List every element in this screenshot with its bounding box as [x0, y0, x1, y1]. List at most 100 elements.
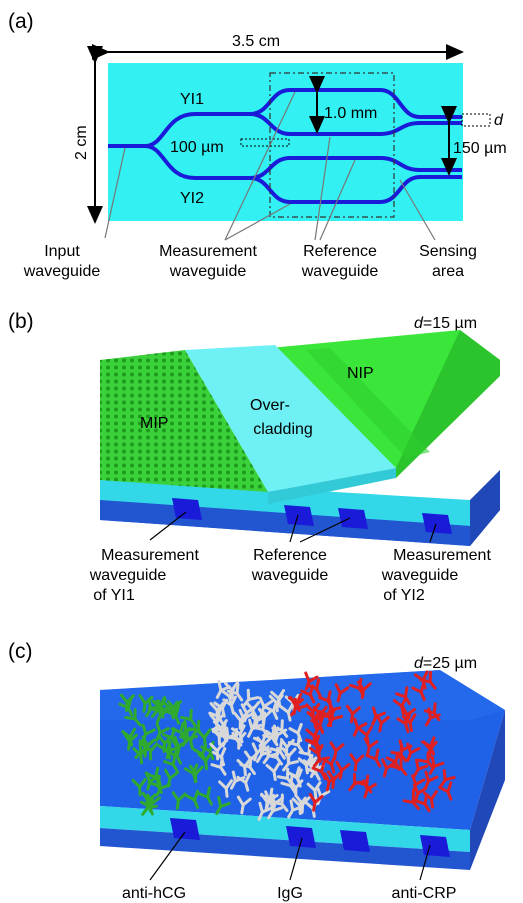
panel-b-label: (b) [8, 310, 34, 333]
anti-crp-antibody [439, 769, 456, 788]
anti-hcg-antibody-cluster [118, 693, 231, 816]
anti-crp-antibody [348, 772, 366, 792]
width-label: 3.5 cm [232, 33, 280, 50]
sep-150-label: 150 µm [453, 140, 507, 157]
anti-hcg-antibody [180, 708, 197, 728]
panel-b-callout-lines [149, 511, 437, 543]
anti-crp-antibody [312, 748, 330, 768]
yi2-label: YI2 [180, 190, 204, 207]
core-c-3 [340, 830, 370, 852]
overclad-label-1: Over- [250, 397, 290, 414]
callout-b-meas2-3: of YI2 [383, 587, 425, 604]
anti-crp-antibody [290, 697, 307, 717]
callout-b-meas2-1: Measurement [393, 547, 491, 564]
igg-antibody [280, 775, 297, 794]
igg-antibody [286, 766, 302, 786]
igg-antibody [230, 770, 246, 790]
core-c-1 [170, 818, 200, 840]
overclad-label-2: cladding [253, 421, 313, 438]
igg-antibody [260, 787, 277, 807]
anti-hcg-antibody [181, 728, 198, 747]
core-ref-1 [284, 505, 314, 526]
anti-hcg-antibody [187, 719, 205, 739]
panel-c-d-italic: d [414, 655, 424, 672]
anti-crp-antibody [311, 761, 327, 781]
panel-c-d-value: =25 µm [423, 655, 477, 672]
igg-antibody [233, 711, 249, 730]
anti-hcg-antibody [122, 732, 138, 751]
igg-antibody [223, 681, 239, 700]
panel-b-d-text: d=15 µm [414, 315, 477, 332]
callout-meas-1: Measurement [159, 243, 257, 260]
anti-crp-antibody [362, 779, 377, 799]
callout-b-meas1-1: Measurement [101, 547, 199, 564]
mip-label: MIP [140, 415, 168, 432]
anti-hcg-antibody [118, 697, 134, 717]
callout-meas-2: waveguide [169, 263, 247, 280]
igg-antibody [269, 740, 286, 760]
yi1-label: YI1 [180, 91, 204, 108]
anti-crp-antibody [308, 792, 324, 812]
anti-crp-antibody [306, 709, 322, 729]
callout-b-meas1-2: waveguide [89, 567, 167, 584]
panel-a-callout-lines [104, 91, 436, 241]
panel-b-d-value: =15 µm [423, 315, 477, 332]
anti-crp-antibody [371, 706, 386, 726]
anti-crp-antibody [385, 751, 401, 771]
panel-b: (b) d=15 µm MIP Over- cladding NIP [8, 310, 500, 604]
d-label: d [494, 112, 504, 129]
chip-cladding-front [100, 478, 470, 526]
anti-hcg-antibody [184, 789, 200, 809]
anti-hcg-antibody [157, 734, 173, 753]
anti-crp-antibody [422, 740, 438, 759]
igg-antibody [210, 756, 227, 776]
callout-ref-2: waveguide [301, 263, 379, 280]
overcladding-layer [185, 345, 396, 492]
callout-b-ref-1: Reference [253, 547, 327, 564]
core-meas-yi1 [172, 498, 202, 520]
anti-hcg-antibody [141, 723, 156, 743]
callout-b-meas1-3: of YI1 [93, 587, 135, 604]
igg-antibody [267, 800, 283, 820]
anti-hcg-antibody [124, 708, 142, 727]
anti-hcg-antibody [163, 753, 179, 773]
anti-hcg-antibody [155, 777, 171, 797]
anti-crp-antibody [423, 702, 441, 722]
anti-crp-antibody [395, 686, 411, 706]
anti-hcg-antibody [197, 786, 213, 806]
igg-antibody [287, 799, 303, 819]
core-c-4 [420, 835, 450, 857]
anti-crp-antibody [396, 713, 411, 734]
nip-label: NIP [347, 365, 374, 382]
chip-side [470, 470, 500, 546]
igg-antibody [213, 698, 229, 718]
anti-crp-antibody [365, 748, 382, 768]
core-meas-yi2 [422, 513, 452, 534]
anti-crp-antibody [349, 753, 365, 772]
callout-igg: IgG [277, 885, 303, 902]
anti-hcg-antibody [171, 791, 187, 810]
igg-antibody [231, 724, 246, 744]
callout-sense-2: area [432, 263, 464, 280]
anti-crp-antibody-cluster [287, 670, 456, 813]
d-marker [461, 113, 491, 127]
sep-1mm-label: 1.0 mm [324, 105, 377, 122]
igg-antibody [257, 801, 273, 821]
overcladding-front [268, 468, 396, 504]
anti-crp-antibody [381, 758, 396, 778]
anti-crp-antibody [345, 704, 361, 724]
anti-crp-antibody [363, 737, 379, 757]
sep-100-marker [240, 138, 290, 147]
anti-hcg-antibody [146, 793, 162, 813]
anti-hcg-antibody [215, 796, 231, 816]
anti-hcg-antibody [163, 700, 179, 720]
anti-crp-antibody [300, 684, 316, 704]
panel-c: (c) d=25 µm anti-hCG IgG anti-CRP [8, 640, 505, 902]
callout-b-meas2-2: waveguide [381, 567, 459, 584]
anti-hcg-antibody [183, 763, 199, 783]
anti-crp-antibody [335, 760, 351, 780]
chip-c-side [470, 710, 505, 870]
anti-crp-antibody [349, 677, 365, 697]
nip-side [396, 330, 500, 478]
